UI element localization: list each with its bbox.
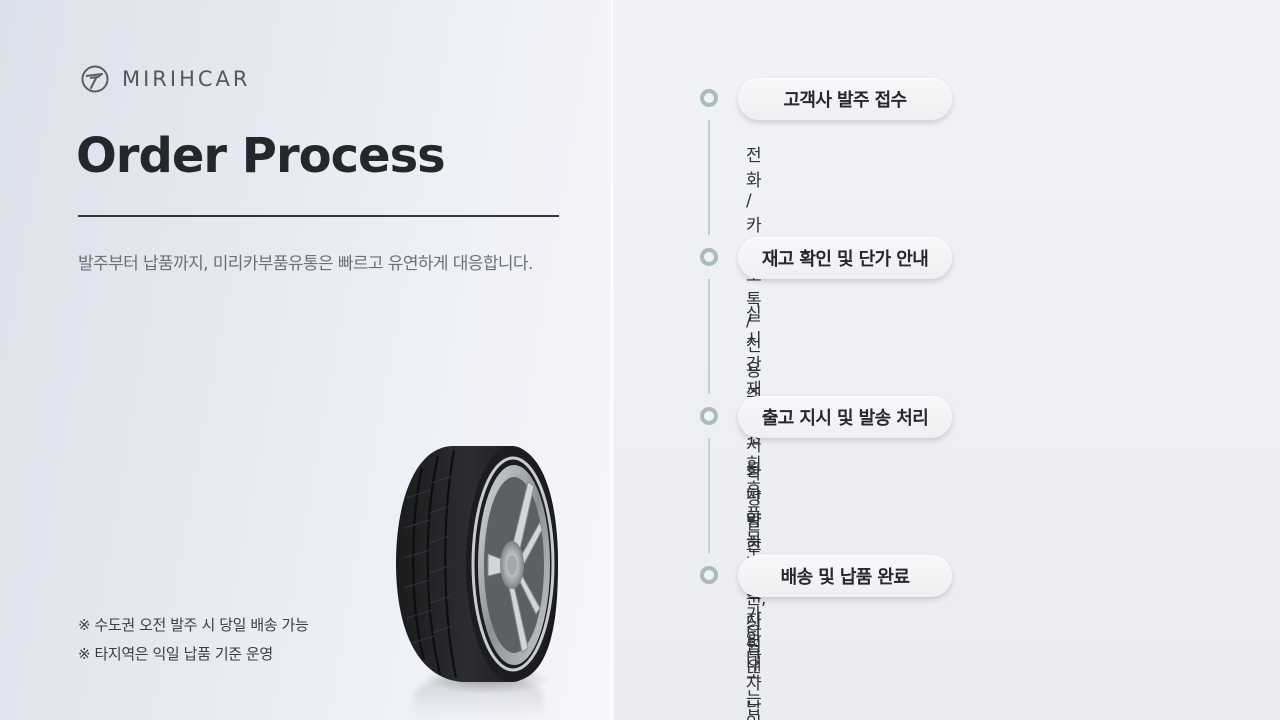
page-title: Order Process bbox=[76, 128, 446, 184]
right-panel bbox=[614, 0, 1280, 720]
step-2-title: 재고 확인 및 단가 안내 bbox=[738, 237, 952, 279]
step-3-title: 출고 지시 및 발송 처리 bbox=[738, 396, 952, 438]
step-marker-icon bbox=[700, 248, 718, 266]
tire-icon bbox=[396, 446, 558, 682]
page-subtitle: 발주부터 납품까지, 미리카부품유통은 빠르고 유연하게 대응합니다. bbox=[78, 254, 533, 274]
panel-divider bbox=[610, 0, 614, 720]
title-divider bbox=[78, 215, 559, 217]
timeline-connector bbox=[708, 438, 710, 553]
timeline-connector bbox=[708, 120, 710, 235]
step-1-title: 고객사 발주 접수 bbox=[738, 78, 952, 120]
timeline-connector bbox=[708, 279, 710, 394]
circle-swoosh-icon bbox=[81, 65, 109, 93]
step-marker-icon bbox=[700, 89, 718, 107]
step-marker-icon bbox=[700, 407, 718, 425]
delivery-notes: ※ 수도권 오전 발주 시 당일 배송 가능 ※ 타지역은 익일 납품 기준 운… bbox=[78, 614, 309, 672]
step-marker-icon bbox=[700, 566, 718, 584]
brand-name: MIRIHCAR bbox=[122, 67, 251, 91]
note-item: ※ 타지역은 익일 납품 기준 운영 bbox=[78, 645, 273, 663]
tire-image bbox=[392, 438, 562, 720]
step-4-title: 배송 및 납품 완료 bbox=[738, 555, 952, 597]
step-4-description: 담당자 납품 확인 후 세금계산서 발행 및 정산 bbox=[746, 624, 762, 719]
note-item: ※ 수도권 오전 발주 시 당일 배송 가능 bbox=[78, 616, 309, 634]
brand-logo: MIRIHCAR bbox=[80, 64, 251, 94]
